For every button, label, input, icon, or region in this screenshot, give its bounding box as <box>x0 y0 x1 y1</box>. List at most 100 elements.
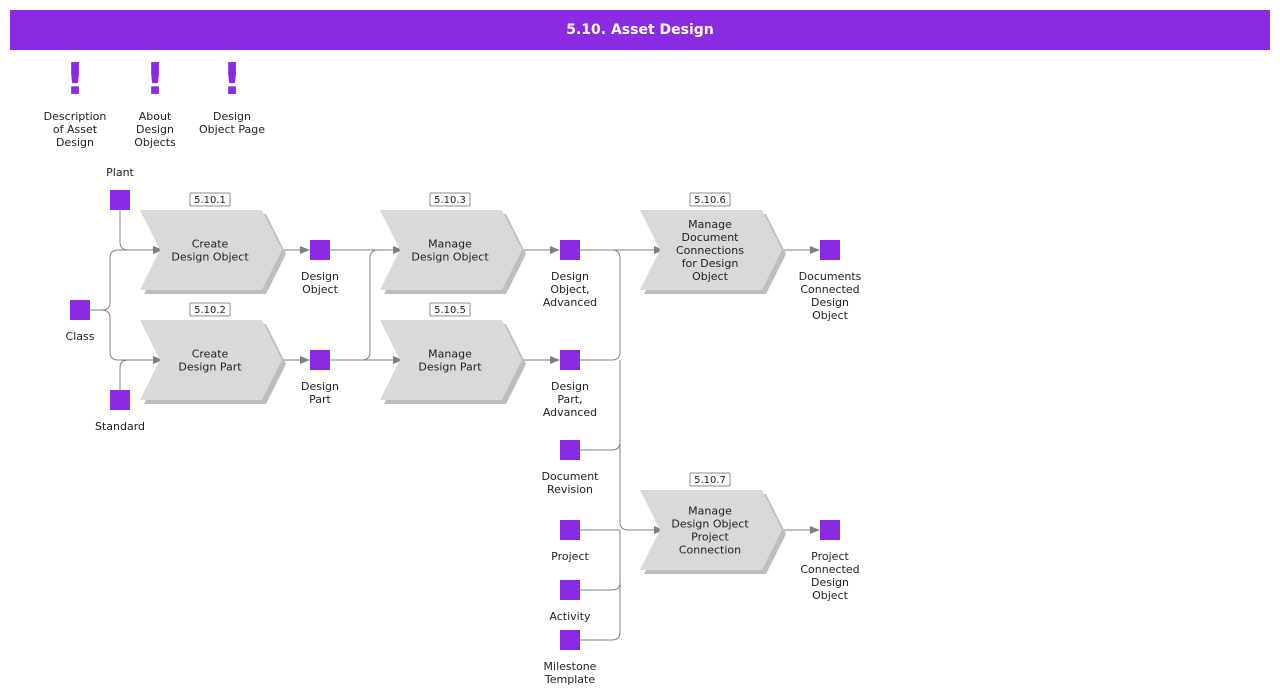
connector-line <box>330 249 379 361</box>
object-label: Revision <box>547 483 593 496</box>
connector-line <box>119 359 129 390</box>
process-code-tag: 5.10.1 <box>189 192 231 207</box>
process-label: Design Part <box>178 361 242 374</box>
object-standard[interactable]: Standard <box>95 390 145 433</box>
object-label: Milestone <box>544 660 597 673</box>
object-label: Project <box>811 550 849 563</box>
object-label: Advanced <box>543 296 597 309</box>
info-label: About Design Objects <box>134 110 176 149</box>
process-code-tag: 5.10.7 <box>689 472 731 487</box>
object-square-icon <box>560 350 580 370</box>
object-square-icon <box>310 240 330 260</box>
process-code-tag: 5.10.2 <box>189 302 231 317</box>
info-label: Design Object Page <box>199 110 265 136</box>
connector-line <box>580 249 621 361</box>
process-label: Design Part <box>418 361 482 374</box>
process-shape <box>140 320 282 400</box>
info-link-about[interactable]: ! About Design Objects <box>115 54 195 150</box>
process-code: 5.10.7 <box>694 475 726 486</box>
process-code: 5.10.3 <box>434 195 466 206</box>
object-label: Class <box>66 330 95 343</box>
process-shape <box>380 210 522 290</box>
process-code-tag: 5.10.3 <box>429 192 471 207</box>
connector-line <box>580 441 621 451</box>
object-label: Object <box>812 309 849 322</box>
connector-line <box>90 309 163 364</box>
page-title-text: 5.10. Asset Design <box>566 22 714 38</box>
object-label: Part, <box>557 393 582 406</box>
process-shape <box>640 490 782 570</box>
object-label: Template <box>544 673 595 686</box>
object-square-icon <box>70 300 90 320</box>
process-label: Object <box>692 270 729 283</box>
object-label: Part <box>309 393 331 406</box>
object-class[interactable]: Class <box>66 300 95 343</box>
object-label: Standard <box>95 420 145 433</box>
process-shape <box>380 320 522 400</box>
connector-line <box>580 530 621 641</box>
object-label: Connected <box>800 283 859 296</box>
process-label: Design Object <box>171 251 249 264</box>
process-label: Design Object <box>411 251 489 264</box>
object-label: Design <box>551 270 589 283</box>
object-square-icon <box>560 440 580 460</box>
object-label: Design <box>551 380 589 393</box>
object-label: Object <box>302 283 339 296</box>
exclamation-icon: ! <box>221 54 243 105</box>
process-code: 5.10.2 <box>194 305 226 316</box>
process-code: 5.10.6 <box>694 195 726 206</box>
process-label: Design Object <box>671 518 749 531</box>
process-label: Manage <box>428 238 472 251</box>
object-label: Object, <box>550 283 589 296</box>
process-code: 5.10.1 <box>194 195 226 206</box>
object-label: Project <box>551 550 589 563</box>
object-square-icon <box>560 580 580 600</box>
object-square-icon <box>820 520 840 540</box>
object-label: Object <box>812 589 849 602</box>
object-layer: PlantClassStandardDesignObjectDesignPart… <box>66 166 862 686</box>
object-plant[interactable]: Plant <box>106 166 135 210</box>
process-code-tag: 5.10.6 <box>689 192 731 207</box>
object-project[interactable]: Project <box>551 520 590 563</box>
process-code: 5.10.5 <box>434 305 466 316</box>
info-link-page[interactable]: ! Design Object Page <box>192 54 272 137</box>
connector-line <box>619 360 664 534</box>
object-square-icon <box>310 350 330 370</box>
process-label: Document <box>682 231 740 244</box>
connector-line <box>90 246 163 311</box>
object-activity[interactable]: Activity <box>549 580 591 623</box>
process-label: Connection <box>679 544 741 557</box>
process-label: Manage <box>688 505 732 518</box>
object-label: Design <box>811 576 849 589</box>
object-label: Design <box>301 380 339 393</box>
process-shape <box>640 210 782 290</box>
info-label: Description of Asset Design <box>43 110 107 149</box>
object-label: Connected <box>800 563 859 576</box>
object-square-icon <box>110 390 130 410</box>
object-square-icon <box>560 630 580 650</box>
process-label: Manage <box>688 218 732 231</box>
exclamation-icon: ! <box>144 54 166 105</box>
object-label: Activity <box>549 610 591 623</box>
process-label: for Design <box>682 257 739 270</box>
process-code-tag: 5.10.5 <box>429 302 471 317</box>
object-label: Plant <box>106 166 134 179</box>
info-link-description[interactable]: ! Description of Asset Design <box>35 54 115 150</box>
object-label: Document <box>542 470 600 483</box>
exclamation-icon: ! <box>64 54 86 105</box>
